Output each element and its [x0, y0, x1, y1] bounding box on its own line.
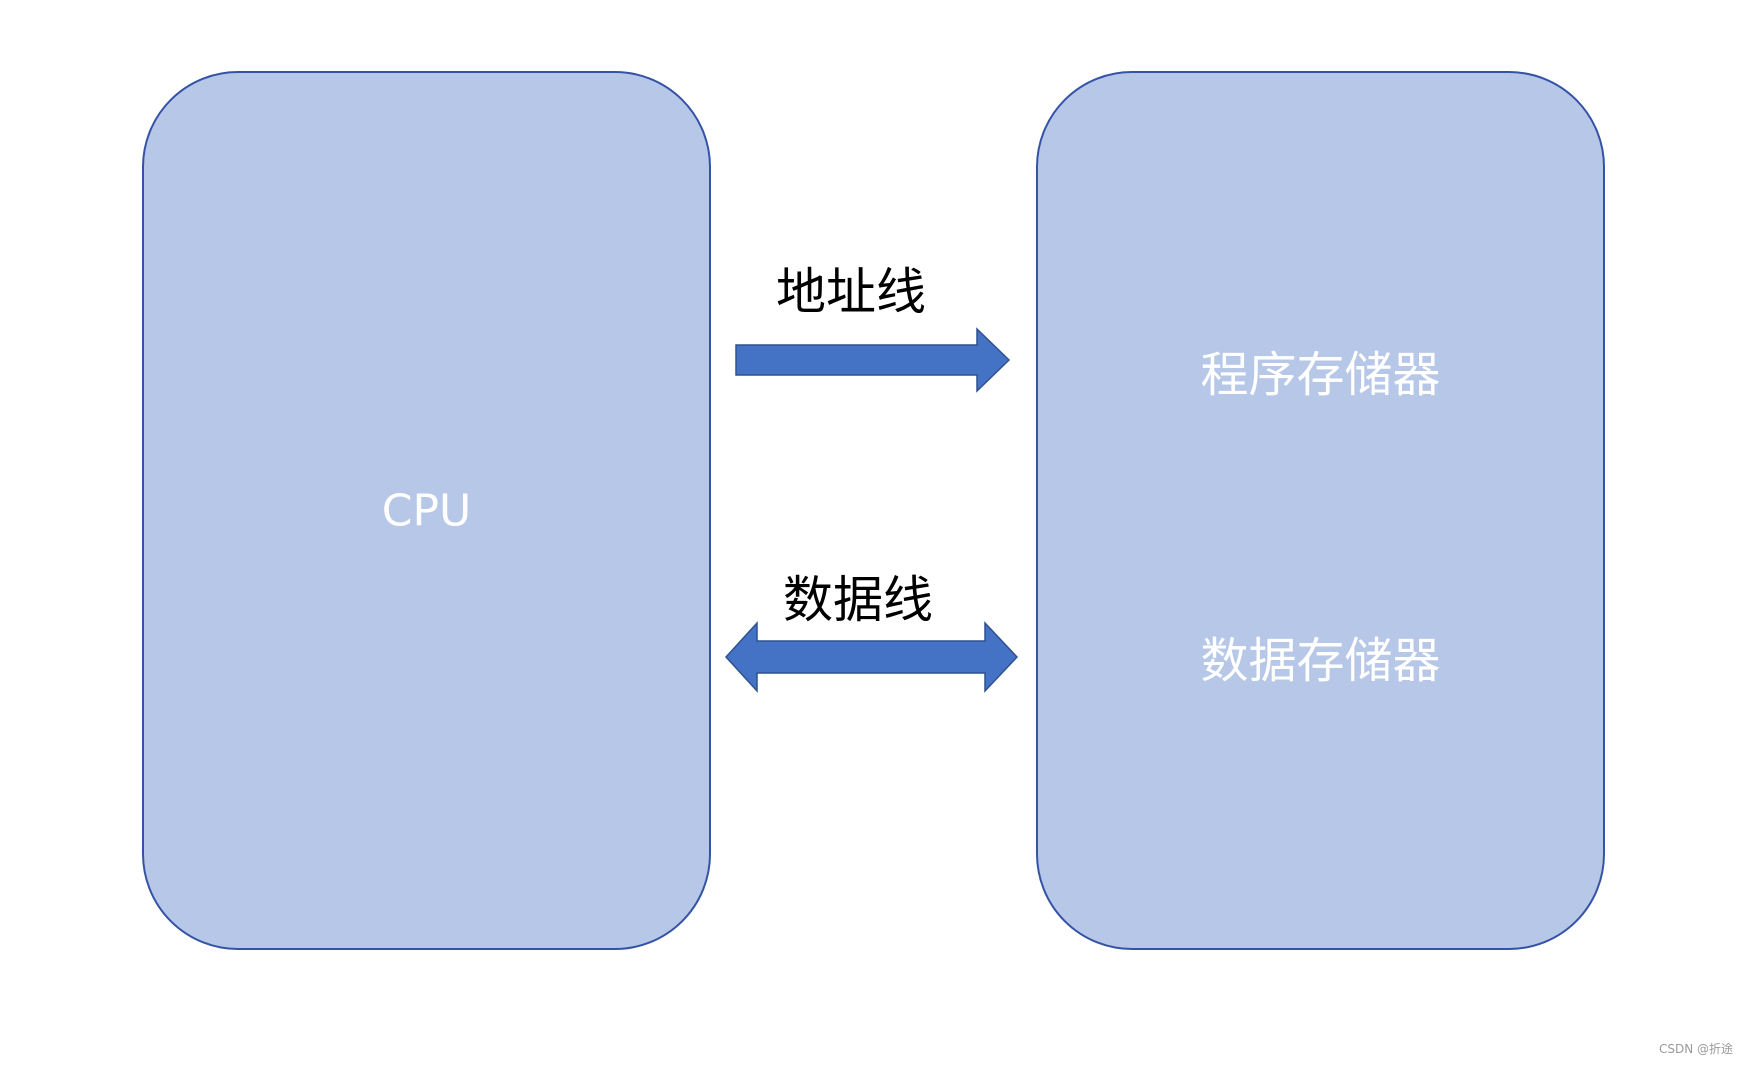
- right-arrow-icon: [735, 327, 1011, 393]
- cpu-label: CPU: [381, 485, 472, 536]
- program-memory-label: 程序存储器: [1200, 347, 1441, 403]
- data-bus-arrow: [724, 621, 1019, 693]
- double-arrow-icon: [724, 621, 1019, 693]
- address-bus-arrow: [735, 327, 1011, 393]
- data-bus-label: 数据线: [783, 571, 933, 629]
- data-memory-label: 数据存储器: [1200, 633, 1441, 689]
- cpu-block: CPU: [142, 71, 711, 950]
- address-bus-label: 地址线: [776, 263, 926, 321]
- memory-block: 程序存储器 数据存储器: [1036, 71, 1605, 950]
- watermark: CSDN @折途: [1658, 1042, 1733, 1056]
